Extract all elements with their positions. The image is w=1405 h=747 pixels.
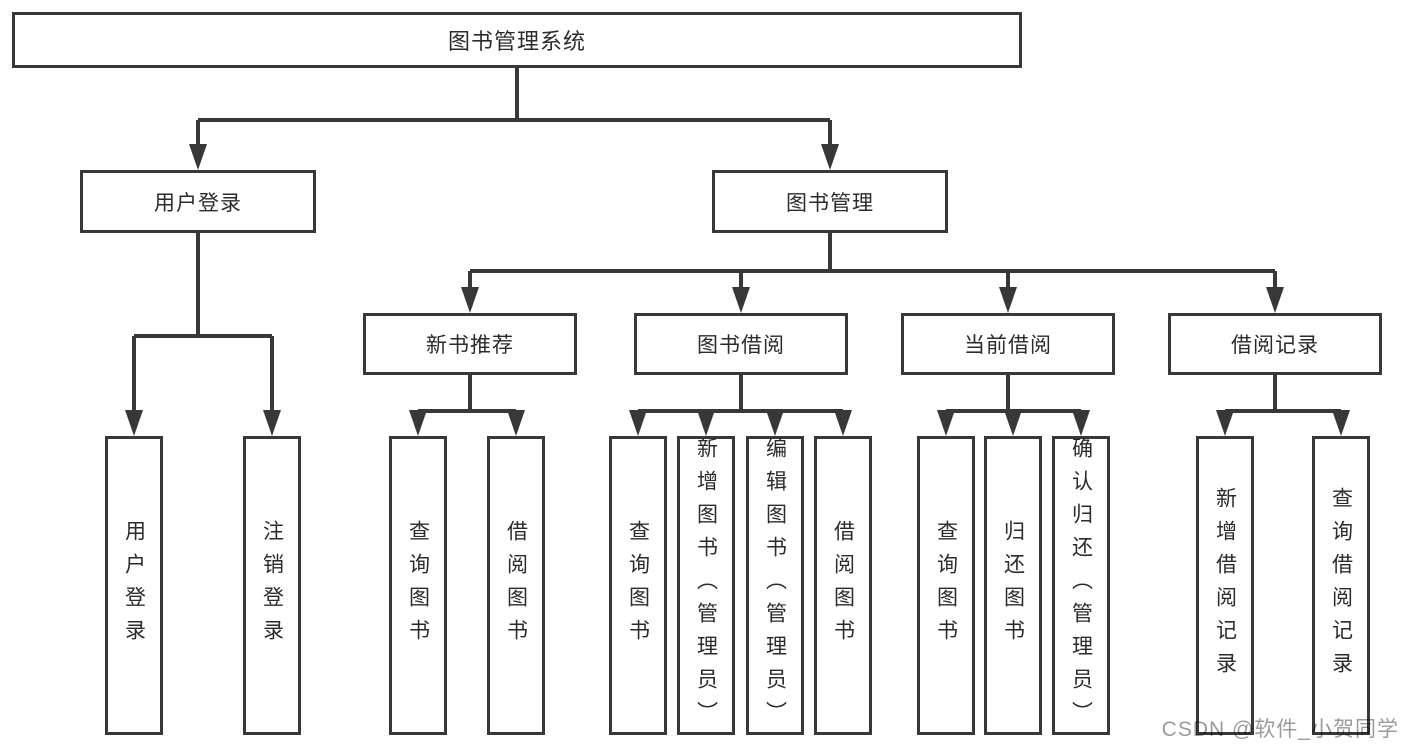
node-root-label: 图书管理系统 — [447, 29, 586, 54]
leaf-query-books-current: 查询图书 — [917, 436, 975, 735]
leaf-query-borrow-record-label: 查询借阅记录 — [1329, 486, 1353, 685]
node-borrow-records-label: 借阅记录 — [1231, 334, 1319, 357]
leaf-user-login: 用户登录 — [105, 436, 163, 735]
leaf-add-borrow-record-label: 新增借阅记录 — [1213, 486, 1237, 685]
leaf-borrow-books-label: 借阅图书 — [831, 519, 855, 652]
leaf-add-books-admin: 新增图书（管理员） — [677, 436, 735, 735]
node-current-borrow-label: 当前借阅 — [964, 334, 1052, 357]
node-book-borrow: 图书借阅 — [634, 313, 848, 375]
node-book-management-label: 图书管理 — [786, 191, 874, 215]
leaf-add-borrow-record: 新增借阅记录 — [1196, 436, 1254, 735]
leaf-query-books-current-label: 查询图书 — [934, 519, 958, 652]
node-root: 图书管理系统 — [12, 12, 1022, 68]
leaf-confirm-return-admin-label: 确认归还（管理员） — [1069, 437, 1093, 734]
leaf-return-books: 归还图书 — [984, 436, 1042, 735]
leaf-add-books-admin-label: 新增图书（管理员） — [694, 437, 718, 734]
node-new-book-recommend: 新书推荐 — [363, 313, 577, 375]
leaf-confirm-return-admin: 确认归还（管理员） — [1052, 436, 1110, 735]
leaf-query-books-recommend: 查询图书 — [389, 436, 447, 735]
connector-current-borrow — [937, 375, 1090, 436]
leaf-borrow-books-recommend: 借阅图书 — [487, 436, 545, 735]
node-current-borrow: 当前借阅 — [901, 313, 1115, 375]
leaf-logout-label: 注销登录 — [260, 519, 284, 652]
leaf-borrow-books: 借阅图书 — [814, 436, 872, 735]
connector-new-book — [409, 375, 525, 436]
node-book-management: 图书管理 — [712, 170, 948, 233]
node-new-book-recommend-label: 新书推荐 — [426, 334, 514, 357]
leaf-user-login-label: 用户登录 — [122, 519, 146, 652]
node-user-login: 用户登录 — [80, 170, 316, 233]
leaf-logout: 注销登录 — [243, 436, 301, 735]
node-user-login-label: 用户登录 — [154, 191, 242, 215]
connector-root — [189, 68, 839, 170]
leaf-edit-books-admin-label: 编辑图书（管理员） — [763, 437, 787, 734]
leaf-borrow-books-recommend-label: 借阅图书 — [504, 519, 528, 652]
connector-book-borrow — [629, 375, 852, 436]
leaf-query-borrow-record: 查询借阅记录 — [1312, 436, 1370, 735]
node-borrow-records: 借阅记录 — [1168, 313, 1382, 375]
leaf-query-books-borrow: 查询图书 — [609, 436, 667, 735]
leaf-edit-books-admin: 编辑图书（管理员） — [746, 436, 804, 735]
leaf-return-books-label: 归还图书 — [1001, 519, 1025, 652]
leaf-query-books-borrow-label: 查询图书 — [626, 519, 650, 652]
node-book-borrow-label: 图书借阅 — [697, 334, 785, 357]
connector-book-management — [461, 233, 1284, 313]
csdn-watermark: CSDN @软件_小贺同学 — [1161, 718, 1399, 741]
connector-user-login — [125, 233, 281, 436]
leaf-query-books-recommend-label: 查询图书 — [406, 519, 430, 652]
connector-borrow-records — [1216, 375, 1350, 436]
